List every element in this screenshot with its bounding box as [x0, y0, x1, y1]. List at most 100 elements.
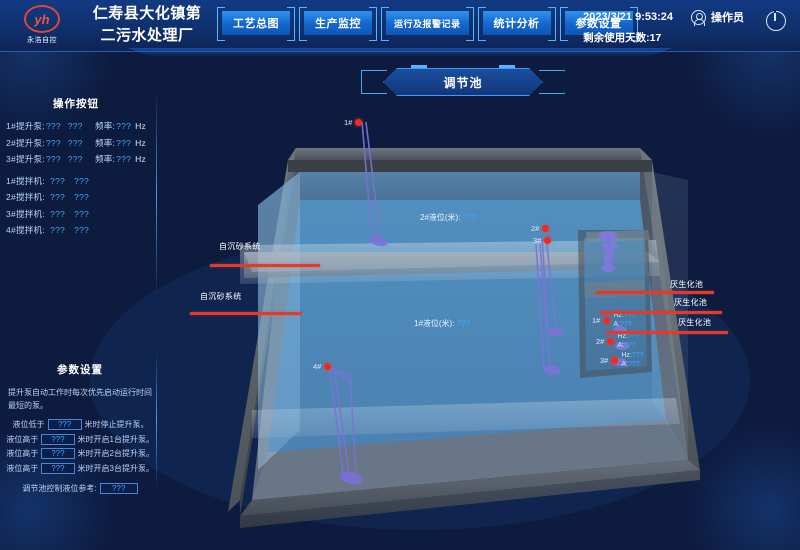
banner-tick [499, 65, 515, 68]
pump-freq-value: ??? [116, 121, 132, 131]
mixer-row[interactable]: 3#搅拌机: ??? ??? [6, 208, 146, 220]
mixer-row[interactable]: 1#搅拌机: ??? ??? [6, 175, 146, 187]
mixer-state: ??? [74, 225, 89, 235]
datetime-display: 2023/3/21 9:53:24 [583, 11, 673, 23]
mixer-row[interactable]: 2#搅拌机: ??? ??? [6, 191, 146, 203]
page-title: 仁寿县大化镇第 二污水处理厂 [72, 3, 222, 47]
level-start-1-input[interactable]: ??? [41, 433, 75, 445]
level-label-2: 2#液位(米): ??? [420, 212, 476, 223]
user-badge[interactable]: 操作员 [691, 9, 744, 27]
pump-row[interactable]: 1#提升泵: ??? ??? 频率: ??? Hz [6, 120, 146, 132]
parameter-label: 液位低于 [12, 420, 45, 430]
pump-hz-value: ??? [631, 352, 644, 359]
level-label-2-value: ??? [462, 213, 477, 222]
reference-label: 调节池控制液位参考: [22, 483, 97, 493]
mixer-row[interactable]: 4#搅拌机: ??? ??? [6, 224, 146, 236]
tab-run-alarm-log[interactable]: 运行及报警记录 [381, 7, 474, 41]
pump-label: 2#提升泵: [6, 137, 45, 148]
parameter-label: 液位高于 [6, 463, 39, 473]
level-start-3-input[interactable]: ??? [41, 462, 75, 474]
logo-mark-icon [24, 5, 60, 33]
status-dot-icon [607, 338, 615, 346]
tab-production-monitor[interactable]: 生产监控 [299, 7, 377, 41]
operation-panel-title: 操作按钮 [53, 98, 99, 110]
mixer-label: 3#搅拌机: [6, 208, 45, 219]
mixer-marker-1[interactable]: 1# [344, 118, 363, 127]
pump-hz-value: ??? [627, 333, 640, 340]
pump-value: ??? [45, 154, 61, 164]
pump-marker-3-id: 3# [600, 356, 609, 366]
parameter-suffix: 米时开启3台提升泵。 [77, 463, 154, 473]
status-dot-icon [611, 357, 619, 365]
parameter-suffix: 米时开启1台提升泵。 [77, 434, 154, 444]
divider [156, 90, 157, 300]
annotation-right-1-line [596, 291, 714, 294]
mixer-marker-4[interactable]: 4# [313, 362, 332, 371]
reference-level-input[interactable]: ??? [99, 482, 138, 494]
pump-freq-label: 频率: [94, 121, 116, 131]
pump-hz-label: Hz: [621, 352, 632, 359]
pump-marker-2[interactable]: 2# Hz:??? A:??? [596, 333, 640, 351]
status-dot-icon [603, 317, 611, 325]
parameter-suffix: 米时停止提升泵。 [84, 420, 149, 430]
mixer-label: 4#搅拌机: [6, 225, 45, 235]
page-title-line1: 仁寿县大化镇第 [92, 5, 202, 22]
status-area: 2023/3/21 9:53:24 操作员 剩余使用天数:17 [583, 9, 744, 45]
logo-company-text: 永浩自控 [27, 37, 57, 44]
tab-statistics[interactable]: 统计分析 [477, 7, 556, 41]
pump-value: ??? [45, 121, 61, 131]
pump-hz-row: Hz:??? [613, 312, 635, 321]
main-navigation: 工艺总图 生产监控 运行及报警记录 统计分析 参数设置 [217, 7, 638, 41]
pump-freq-unit: Hz [135, 154, 146, 164]
app-header: 永浩自控 仁寿县大化镇第 二污水处理厂 工艺总图 生产监控 运行及报警记录 统计… [0, 0, 800, 52]
parameter-row: 液位高于 ??? 米时开启1台提升泵。 [6, 433, 154, 445]
tab-parameter-settings[interactable]: 参数设置 [559, 7, 638, 41]
pump-a-row: A:??? [617, 342, 639, 351]
reference-row: 调节池控制液位参考: ??? [6, 482, 154, 494]
pump-marker-3[interactable]: 3# Hz:??? A:??? [600, 352, 644, 370]
annotation-left-1-text: 自沉砂系统 [219, 242, 261, 251]
pump-row[interactable]: 3#提升泵: ??? ??? 频率: ??? Hz [6, 153, 146, 165]
page-title-line2: 二污水处理厂 [100, 26, 194, 44]
level-label-2-text: 2#液位(米): [420, 213, 463, 222]
pump-hz-label: Hz: [617, 333, 628, 340]
mixer-marker-3[interactable]: 3# [533, 236, 552, 245]
mixer-value: ??? [50, 208, 65, 219]
pump-freq-label: 频率: [94, 154, 116, 164]
pump-a-value: ??? [619, 320, 632, 328]
pump-state: ??? [67, 154, 83, 164]
level-stop-input[interactable]: ??? [47, 419, 82, 431]
pump-freq-label: 频率: [94, 137, 116, 148]
mixer-marker-2[interactable]: 2# [531, 224, 550, 233]
pump-state: ??? [67, 121, 83, 131]
user-role-label: 操作员 [711, 12, 744, 24]
company-logo: 永浩自控 [14, 5, 70, 49]
level-start-2-input[interactable]: ??? [41, 448, 75, 460]
status-dot-icon [355, 119, 363, 126]
mixer-value: ??? [50, 225, 65, 235]
mixer-value: ??? [50, 175, 65, 186]
pump-row[interactable]: 2#提升泵: ??? ??? 频率: ??? Hz [6, 137, 146, 149]
mixer-marker-1-id: 1# [344, 118, 353, 127]
tab-process-overview[interactable]: 工艺总图 [217, 7, 295, 41]
pump-marker-2-values: Hz:??? A:??? [617, 333, 639, 351]
banner-body: 调节池 [383, 68, 543, 96]
pump-value: ??? [45, 137, 61, 148]
pump-marker-1[interactable]: 1# Hz:??? A:??? [592, 312, 636, 330]
mixer-value: ??? [50, 192, 65, 202]
power-button[interactable] [766, 10, 786, 31]
pump-freq-value: ??? [116, 137, 132, 148]
pump-hz-value: ??? [623, 312, 636, 319]
level-label-1-text: 1#液位(米): [414, 319, 457, 328]
annotation-right-3-text: 厌生化池 [678, 318, 712, 327]
pump-marker-3-values: Hz:??? A:??? [621, 352, 643, 370]
mixer-label: 1#搅拌机: [6, 175, 45, 186]
annotation-left-1-line [210, 264, 320, 267]
operation-panel: 操作按钮 1#提升泵: ??? ??? 频率: ??? Hz 2#提升泵: ??… [6, 96, 146, 241]
pump-hz-row: Hz:??? [617, 333, 639, 342]
level-label-1-value: ??? [456, 319, 471, 328]
pump-marker-1-id: 1# [592, 316, 601, 326]
pump-marker-2-id: 2# [596, 337, 605, 347]
status-dot-icon [542, 225, 550, 232]
pump-hz-row: Hz:??? [621, 352, 643, 361]
